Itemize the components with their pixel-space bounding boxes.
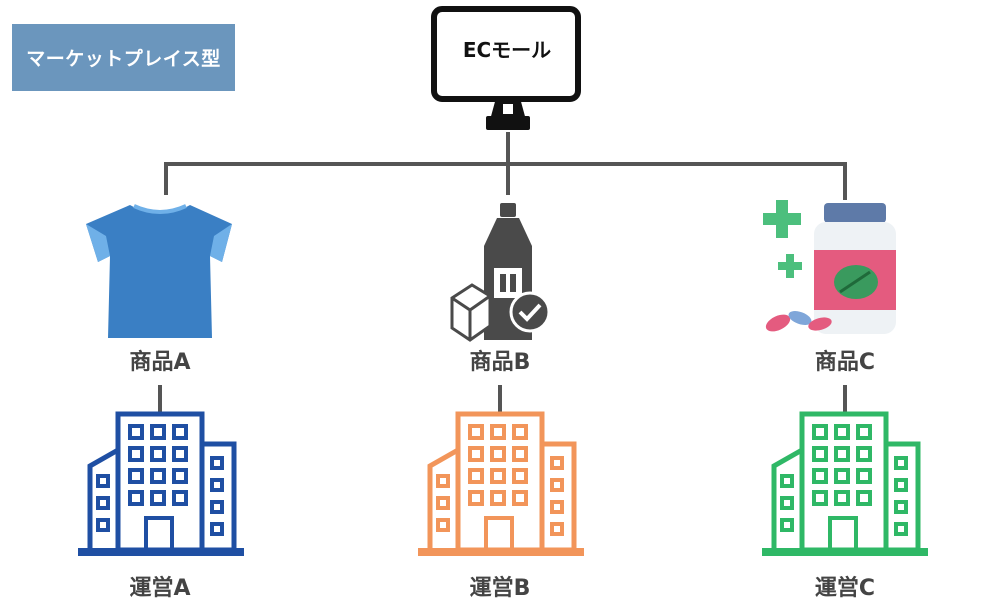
operator-a-label: 運営A: [129, 576, 191, 601]
operator-c-label: 運営C: [814, 576, 876, 601]
product-b-label: 商品B: [469, 350, 531, 375]
operator-b-label: 運営B: [469, 576, 531, 601]
product-a-label: 商品A: [129, 350, 191, 375]
connector-lines: [158, 132, 847, 412]
supplement-bottle-icon: [763, 200, 896, 334]
building-a-icon: [78, 411, 244, 556]
monitor-icon: [431, 6, 581, 130]
tshirt-icon: [86, 204, 232, 338]
ec-mall-label: ECモール: [462, 38, 552, 62]
bottle-box-icon: [450, 203, 551, 342]
horizontal-branch-line: [164, 162, 847, 200]
product-c-label: 商品C: [814, 350, 876, 375]
building-c-icon: [762, 411, 928, 556]
building-b-icon: [418, 411, 584, 556]
model-type-badge: マーケットプレイス型: [12, 24, 235, 91]
